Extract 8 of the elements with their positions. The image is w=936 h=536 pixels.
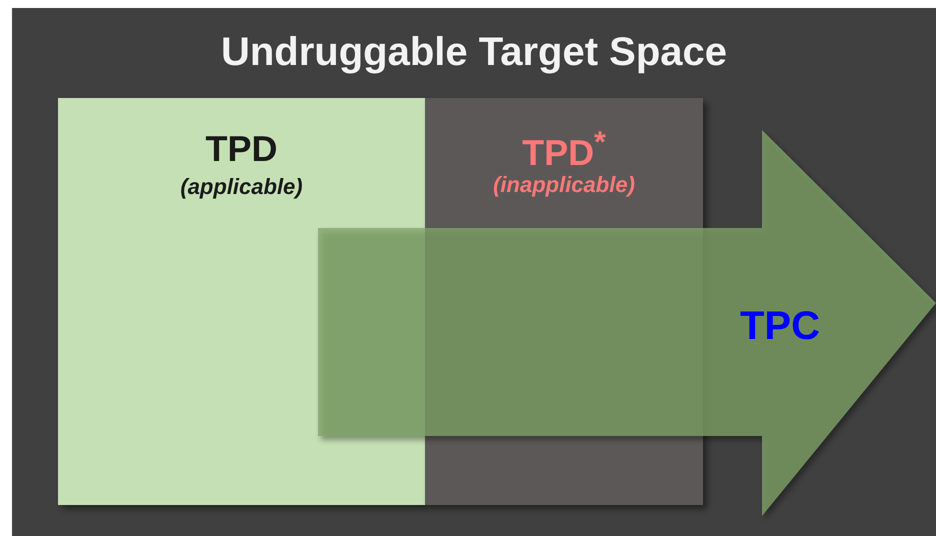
arrow-label: TPC — [740, 304, 820, 349]
region-label: TPD$^{*}$ — [522, 126, 606, 174]
region-note: (inapplicable) — [493, 172, 635, 198]
region-note: (applicable) — [180, 174, 303, 200]
title: Undruggable Target Space — [220, 30, 727, 75]
region-label: TPD — [206, 128, 278, 170]
arrow-shape — [318, 130, 936, 516]
panel-background — [12, 8, 936, 536]
